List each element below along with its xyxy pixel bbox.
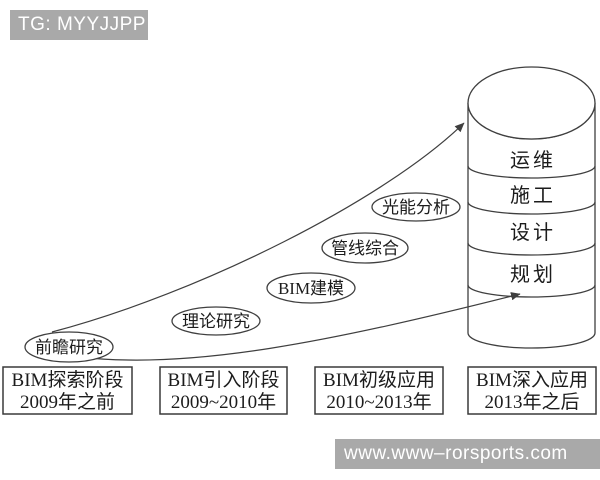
phase-deep-application-years: 2013年之后 bbox=[484, 391, 579, 413]
phase-box-deep-application bbox=[467, 366, 597, 415]
phase-exploration-label: BIM探索阶段 bbox=[12, 369, 124, 391]
bubble-foresight-research bbox=[24, 331, 114, 363]
cylinder bbox=[467, 66, 596, 349]
cylinder-layer-design: 设计 bbox=[510, 221, 556, 244]
phase-exploration-years: 2009年之前 bbox=[20, 391, 115, 413]
bubble-light-analysis bbox=[371, 192, 461, 222]
growth-curve-lower-arrow bbox=[79, 292, 521, 361]
website-watermark-badge: www.www–rorsports.com bbox=[335, 439, 600, 469]
bubble-foresight-research-label: 前瞻研究 bbox=[35, 338, 103, 357]
phase-box-introduction bbox=[159, 366, 288, 415]
bubble-bim-modeling-label: BIM建模 bbox=[278, 279, 344, 298]
bubble-theoretical-research-label: 理论研究 bbox=[182, 312, 250, 331]
cylinder-layer-operations: 运维 bbox=[510, 149, 556, 172]
phase-introduction-years: 2009~2010年 bbox=[171, 391, 276, 413]
bubble-theoretical-research bbox=[171, 306, 261, 336]
telegram-watermark-badge: TG: MYYJJPP bbox=[10, 10, 148, 40]
cylinder-layer-planning: 规划 bbox=[510, 263, 556, 286]
phase-deep-application-label: BIM深入应用 bbox=[476, 369, 588, 391]
phase-box-primary-application bbox=[314, 366, 444, 415]
phase-box-exploration bbox=[2, 366, 133, 415]
cylinder-layer-construction: 施工 bbox=[510, 184, 556, 207]
cylinder-separator-1 bbox=[467, 165, 596, 179]
phase-primary-application-years: 2010~2013年 bbox=[326, 391, 431, 413]
bubble-bim-modeling bbox=[266, 272, 356, 304]
bubble-pipeline-integration-label: 管线综合 bbox=[331, 239, 399, 258]
growth-curve-upper-arrow bbox=[51, 122, 465, 333]
website-watermark-text: www.www–rorsports.com bbox=[344, 443, 568, 464]
cylinder-top-ellipse bbox=[467, 66, 596, 140]
cylinder-separator-2 bbox=[467, 201, 596, 215]
phase-introduction-label: BIM引入阶段 bbox=[168, 369, 280, 391]
cylinder-separator-4 bbox=[467, 284, 596, 298]
bubble-pipeline-integration bbox=[321, 232, 409, 264]
bubble-light-analysis-label: 光能分析 bbox=[382, 198, 450, 217]
phase-primary-application-label: BIM初级应用 bbox=[323, 369, 435, 391]
cylinder-separator-3 bbox=[467, 242, 596, 256]
telegram-watermark-text: TG: MYYJJPP bbox=[18, 14, 146, 35]
